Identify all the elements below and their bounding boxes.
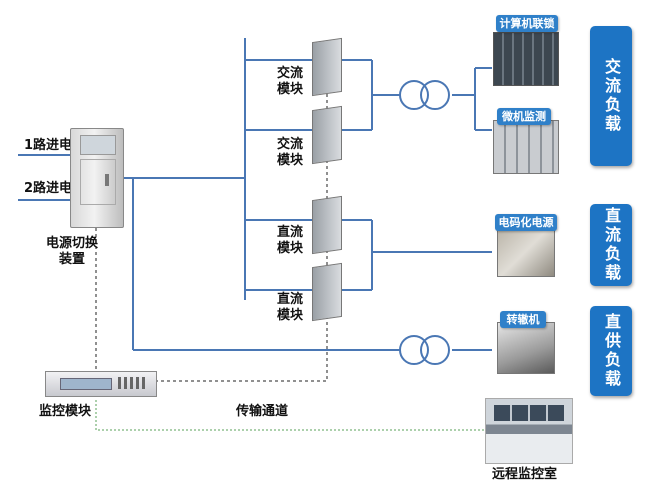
ac-module-2-image	[312, 105, 342, 165]
input-line-1-label: 1路进电	[24, 138, 73, 153]
switch-machine-image	[497, 322, 555, 374]
switch-cabinet-image	[70, 128, 124, 228]
ac-module-1-label: 交流模块	[276, 66, 303, 97]
ac-module-2-label: 交流模块	[276, 137, 303, 168]
switch-device-label: 电源切换装置	[45, 236, 98, 267]
dc-module-2-label: 直流模块	[276, 292, 303, 323]
dc-module-1-image	[312, 195, 342, 255]
transmission-channel-label: 传输通道	[236, 404, 289, 419]
category-ac-load-label: 交流负载	[602, 58, 621, 134]
ac-module-1-image	[312, 37, 342, 97]
tag-coded-power: 电码化电源	[495, 214, 557, 231]
category-dc-load-label: 直流负载	[602, 207, 621, 283]
tag-interlocking: 计算机联锁	[496, 15, 558, 32]
remote-room-label: 远程监控室	[492, 467, 558, 482]
monitor-module-label: 监控模块	[39, 404, 92, 419]
category-ac-load: 交流负载	[590, 26, 632, 166]
input-line-2-label: 2路进电	[24, 181, 73, 196]
remote-room-image	[485, 398, 573, 464]
monitor-unit-image	[45, 371, 157, 397]
category-direct-load-label: 直供负载	[602, 313, 621, 389]
dc-module-1-label: 直流模块	[276, 225, 303, 256]
interlocking-computer-image	[493, 32, 559, 86]
category-direct-load: 直供负载	[590, 306, 632, 396]
category-dc-load: 直流负载	[590, 204, 632, 286]
dc-module-2-image	[312, 262, 342, 322]
tag-switch-machine: 转辙机	[500, 311, 546, 328]
microcomputer-monitor-image	[493, 120, 559, 174]
tag-monitoring: 微机监测	[497, 108, 551, 125]
coded-power-image	[497, 225, 555, 277]
